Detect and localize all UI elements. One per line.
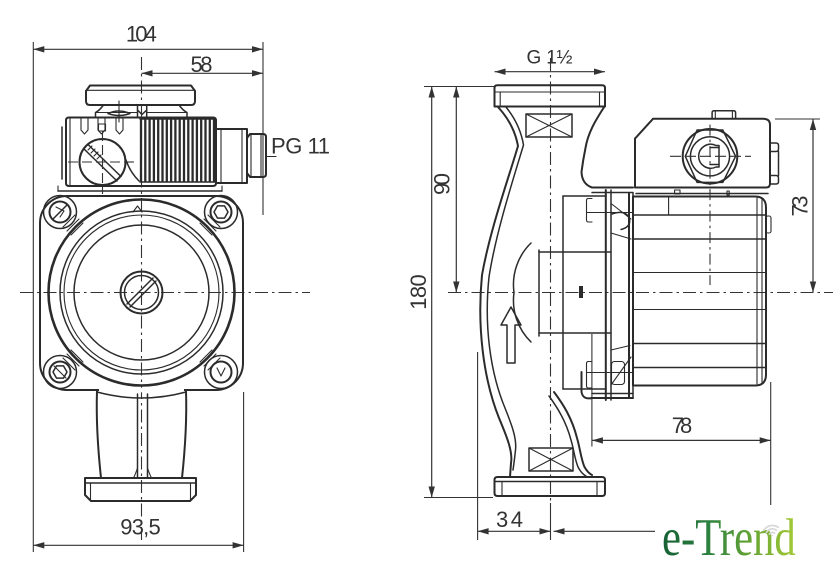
svg-text:93,5: 93,5 (120, 515, 161, 540)
svg-text:e-Trend: e-Trend (662, 509, 796, 567)
svg-text:104: 104 (126, 22, 157, 47)
svg-text:90: 90 (430, 173, 455, 195)
svg-text:G 1½: G 1½ (527, 48, 573, 69)
svg-text:58: 58 (191, 52, 213, 77)
svg-text:180: 180 (406, 274, 431, 310)
svg-text:73: 73 (788, 196, 813, 217)
svg-text:78: 78 (672, 413, 693, 438)
svg-text:PG 11: PG 11 (271, 133, 330, 158)
svg-text:34: 34 (496, 507, 523, 532)
